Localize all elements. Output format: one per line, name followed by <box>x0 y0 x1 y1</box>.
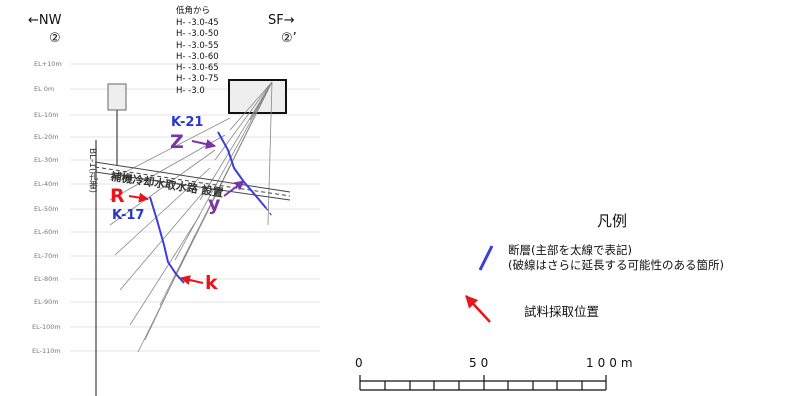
elevation-gridlines <box>70 63 320 352</box>
elevation-label: EL-110m <box>32 347 61 355</box>
angle-item: H- -3.0-50 <box>176 29 219 40</box>
sample-label-z: Z <box>170 131 184 153</box>
angle-item: H- -3.0-55 <box>176 40 219 51</box>
legend-fault-text: 断層(主部を太線で表記) (破線はさらに延長する可能性のある箇所) <box>508 243 724 273</box>
elevation-label: EL+10m <box>34 60 62 68</box>
fault-k21-extension <box>265 207 273 217</box>
sf-direction-label: SF→ <box>268 13 295 28</box>
borehole-label: BL-1(孔番) <box>87 148 97 194</box>
sample-arrow-r <box>128 192 149 203</box>
elevation-label: EL-60m <box>34 228 59 236</box>
scale-label-100: 100m <box>586 356 637 370</box>
nw-direction-label: ←NW <box>28 13 62 28</box>
elevation-label: EL-50m <box>34 205 59 213</box>
legend-title: 凡例 <box>597 212 628 230</box>
legend-sample-text: 試料採取位置 <box>524 304 600 319</box>
elevation-label: EL-30m <box>34 156 59 164</box>
legend-arrow-symbol <box>465 295 491 323</box>
elevation-label: EL-20m <box>34 133 59 141</box>
nw-section-number: ② <box>49 31 61 46</box>
scale-label-0: 0 <box>355 356 367 370</box>
sample-arrow-k <box>180 275 204 285</box>
angle-header: 低角から <box>176 6 211 16</box>
angle-item: H- -3.0-60 <box>176 51 219 62</box>
sample-arrow-z <box>191 139 216 149</box>
sample-arrow-y <box>223 180 245 197</box>
elevation-label: EL-40m <box>34 180 59 188</box>
elevation-label: EL-70m <box>34 252 59 260</box>
k21-label: K-21 <box>171 115 204 130</box>
elevation-label: EL-90m <box>34 298 59 306</box>
angle-item: H- -3.0-65 <box>176 63 219 74</box>
elevation-label: EL-10m <box>34 111 59 119</box>
fault-k21 <box>217 131 267 209</box>
borehole-cap <box>107 83 127 111</box>
scale-label-50: 50 <box>469 356 493 370</box>
angle-item: H- -3.0 <box>176 85 205 96</box>
sample-label-y: y <box>208 193 221 215</box>
scale-bar <box>359 375 607 391</box>
legend-fault-symbol <box>478 245 494 271</box>
fault-k17 <box>149 196 185 284</box>
angle-list: H- -3.0-45 H- -3.0-50 H- -3.0-55 H- -3.0… <box>176 18 219 97</box>
angle-item: H- -3.0-45 <box>176 18 219 28</box>
legend-fault-line1: 断層(主部を太線で表記) <box>508 243 632 257</box>
borehole-fan-lines <box>109 81 273 353</box>
legend-fault-line2: (破線はさらに延長する可能性のある箇所) <box>508 258 724 272</box>
sample-label-r: R <box>110 185 125 207</box>
angle-item: H- -3.0-75 <box>176 74 219 85</box>
sf-section-number: ②’ <box>281 31 297 46</box>
k17-label: K-17 <box>112 208 145 223</box>
elevation-label: EL 0m <box>34 85 55 93</box>
elevation-label: EL-80m <box>34 275 59 283</box>
elevation-label: EL-100m <box>32 323 61 331</box>
intake-tunnel <box>94 161 291 201</box>
sample-label-k: k <box>205 272 218 294</box>
